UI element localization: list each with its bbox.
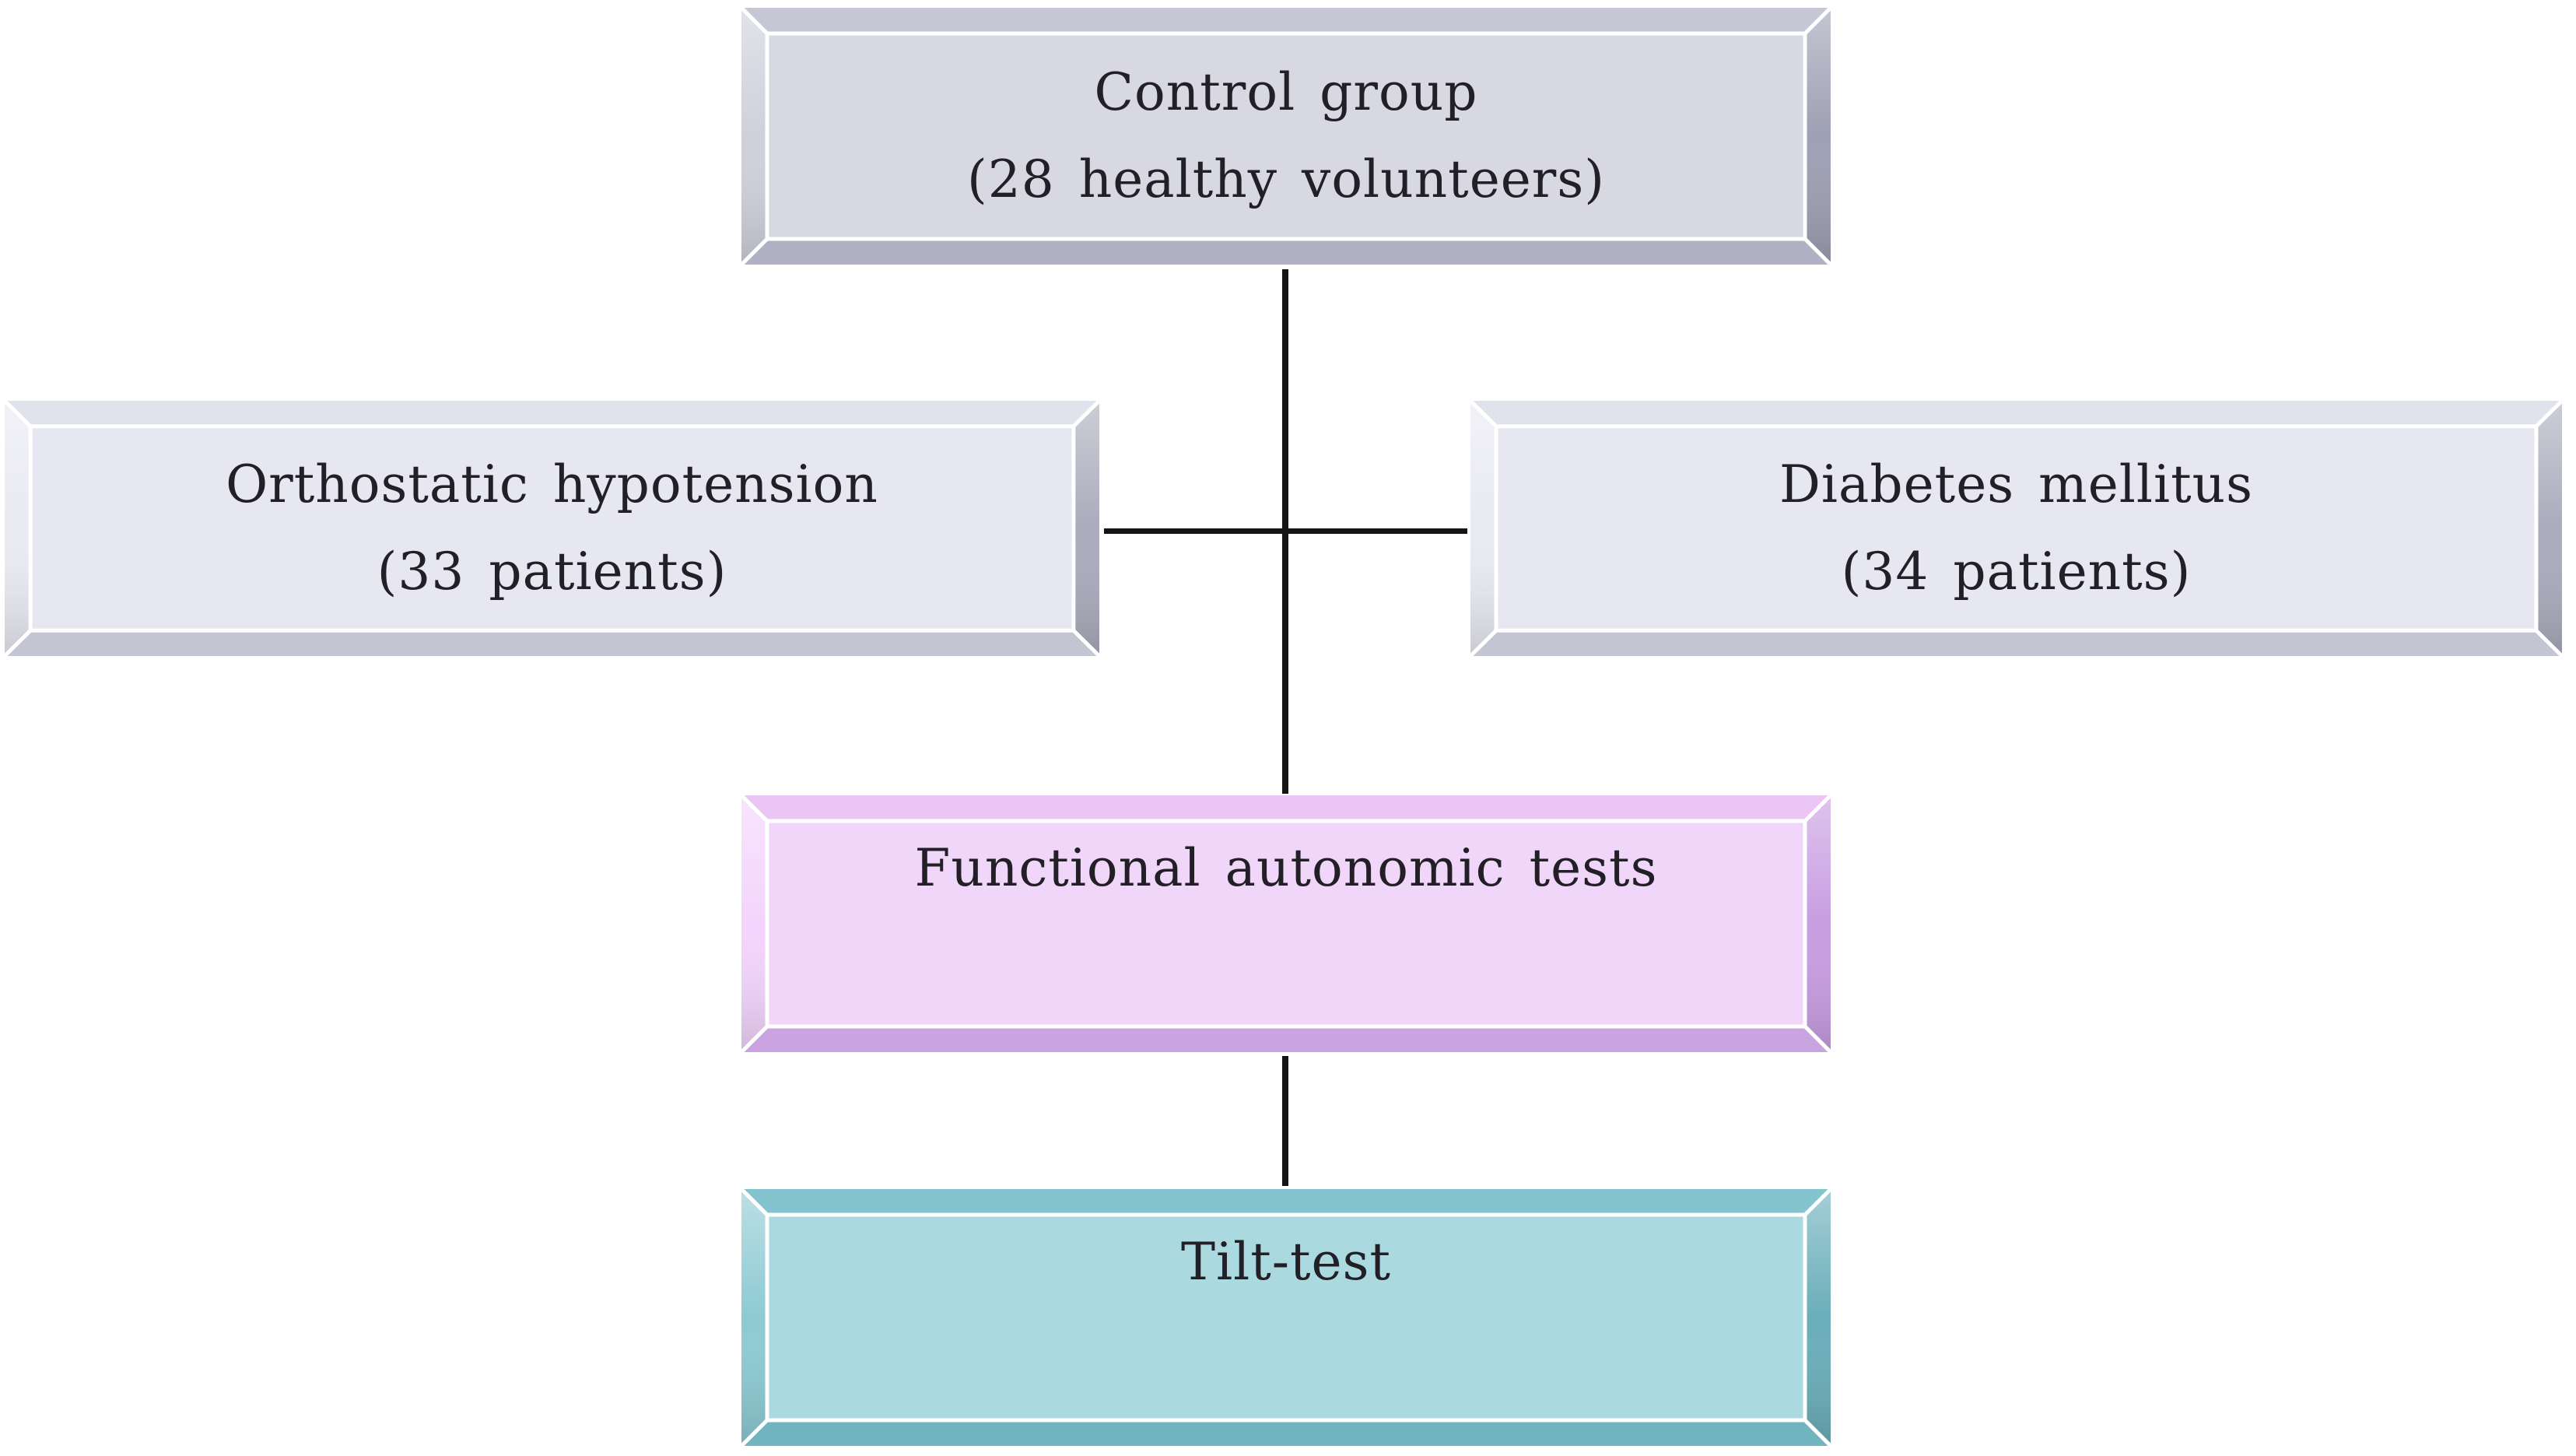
node-tilt-test: Tilt-test <box>741 1189 1831 1446</box>
node-label-line: (28 healthy volunteers) <box>967 149 1605 209</box>
node-label-line: Control group <box>1094 62 1478 122</box>
bevel-facets <box>741 795 1831 1052</box>
node-label: Functional autonomic tests <box>914 838 1658 898</box>
node-label: Orthostatic hypotension (33 patients) <box>37 430 1067 626</box>
node-label: Diabetes mellitus (34 patients) <box>1503 430 2529 626</box>
bevel-facets <box>741 1189 1831 1446</box>
node-label: Control group (28 healthy volunteers) <box>774 37 1798 235</box>
connector-tests-to-tilt <box>1282 1056 1288 1186</box>
node-functional-autonomic-tests: Functional autonomic tests <box>741 795 1831 1052</box>
node-label-line: (33 patients) <box>377 542 727 602</box>
bevel-facets <box>741 8 1831 265</box>
bevel-facets <box>5 401 1099 656</box>
bevel-facets <box>1470 401 2562 656</box>
node-label: Tilt-test <box>1180 1232 1392 1292</box>
node-diabetes-mellitus: Diabetes mellitus (34 patients) <box>1470 401 2562 656</box>
node-label-line: Diabetes mellitus <box>1779 454 2253 514</box>
connector-orthostatic-to-diabetes <box>1104 528 1467 534</box>
node-label-line: Orthostatic hypotension <box>226 454 878 514</box>
node-orthostatic-hypotension: Orthostatic hypotension (33 patients) <box>5 401 1099 656</box>
node-control-group: Control group (28 healthy volunteers) <box>741 8 1831 265</box>
node-label-line: (34 patients) <box>1841 542 2192 602</box>
